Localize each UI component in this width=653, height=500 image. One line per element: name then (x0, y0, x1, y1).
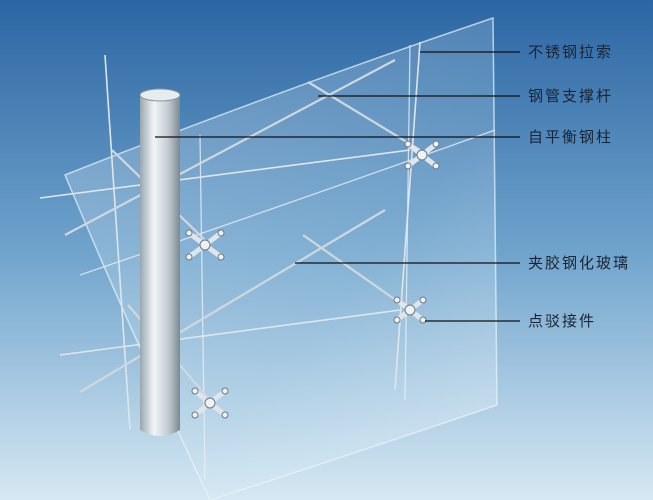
label-steel-strut: 钢管支撑杆 (528, 87, 614, 105)
label-stainless-cable: 不锈钢拉索 (528, 43, 614, 61)
stainless-cables (39, 41, 421, 431)
spider-fittings (185, 140, 440, 419)
column-top (139, 88, 181, 102)
label-laminated-glass: 夹胶钢化玻璃 (528, 254, 631, 272)
steel-column (140, 95, 180, 436)
leader-lines (155, 51, 520, 322)
label-steel-column: 自平衡钢柱 (528, 128, 614, 146)
label-spider-fitting: 点驳接件 (528, 312, 597, 330)
